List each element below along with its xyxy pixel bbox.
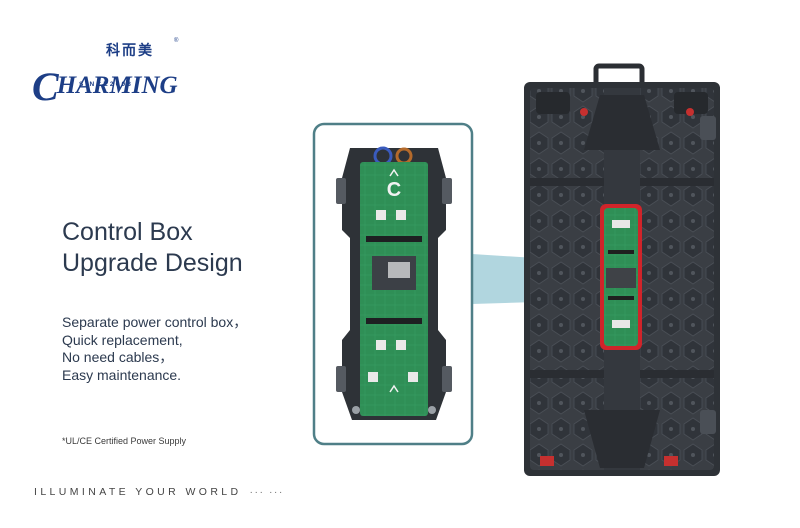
brand-logo: 科而美 ® CHARMING SINCE2003: [30, 36, 190, 109]
feature-item: Easy maintenance.: [62, 366, 182, 383]
feature-list: Separate power control box， Quick replac…: [62, 314, 247, 384]
brand-chinese-name: 科而美: [106, 43, 154, 59]
brand-since: SINCE2003: [79, 81, 134, 88]
feature-item: Quick replacement,: [62, 331, 183, 348]
brand-word: HARMING: [56, 72, 178, 99]
page-title: Control Box Upgrade Design: [62, 217, 243, 279]
title-line-2: Upgrade Design: [62, 249, 243, 277]
led-cabinet: [524, 63, 720, 476]
feature-item: Separate power control box，: [62, 314, 248, 330]
tagline-dots: ··· ···: [249, 486, 284, 498]
svg-text:C: C: [387, 179, 401, 201]
brand-initial: C: [32, 64, 59, 109]
control-box-closeup: C: [336, 146, 452, 420]
certification-note: *UL/CE Certified Power Supply: [62, 436, 187, 446]
tagline-text: ILLUMINATE YOUR WORLD: [34, 486, 242, 498]
tagline: ILLUMINATE YOUR WORLD ··· ···: [34, 486, 284, 498]
feature-item: No need cables，: [62, 349, 174, 365]
registered-mark: ®: [174, 38, 179, 44]
brand-wordmark: CHARMING: [32, 56, 178, 109]
title-line-1: Control Box: [62, 218, 193, 246]
